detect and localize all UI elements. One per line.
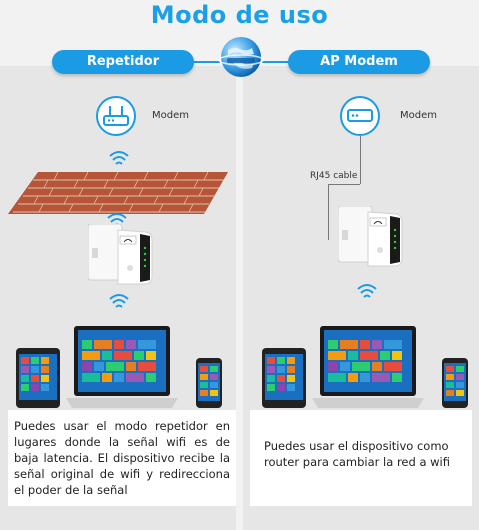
rj45-cable	[328, 184, 360, 185]
wifi-signal-icon	[356, 283, 378, 301]
tablet-icon	[262, 348, 306, 408]
rj45-cable	[328, 184, 329, 240]
connector-line-right	[262, 61, 290, 63]
repeater-device-icon	[338, 206, 404, 270]
tablet-icon	[16, 348, 60, 408]
modem-icon	[340, 96, 380, 136]
globe-icon	[218, 34, 264, 80]
left-modem-label: Modem	[152, 110, 189, 121]
repeater-mode-label: Repetidor	[52, 50, 194, 74]
rj45-cable-label: RJ45 cable	[310, 171, 358, 181]
brick-wall-icon	[8, 172, 228, 214]
wifi-signal-icon	[108, 150, 130, 168]
ap-modem-mode-label: AP Modem	[288, 50, 430, 74]
phone-icon	[196, 358, 222, 408]
repeater-description: Puedes usar el modo repetidor en lugares…	[8, 410, 236, 506]
repeater-device-icon	[88, 224, 154, 288]
phone-icon	[442, 358, 468, 408]
laptop-icon	[312, 326, 424, 412]
connector-line-left	[194, 61, 220, 63]
ap-modem-description: Puedes usar el dispositivo como router p…	[250, 410, 472, 506]
laptop-icon	[66, 326, 178, 412]
wifi-signal-icon	[108, 293, 130, 311]
modem-icon	[96, 96, 136, 136]
right-modem-label: Modem	[400, 110, 437, 121]
rj45-cable	[360, 136, 361, 184]
page-title: Modo de uso	[150, 1, 329, 29]
